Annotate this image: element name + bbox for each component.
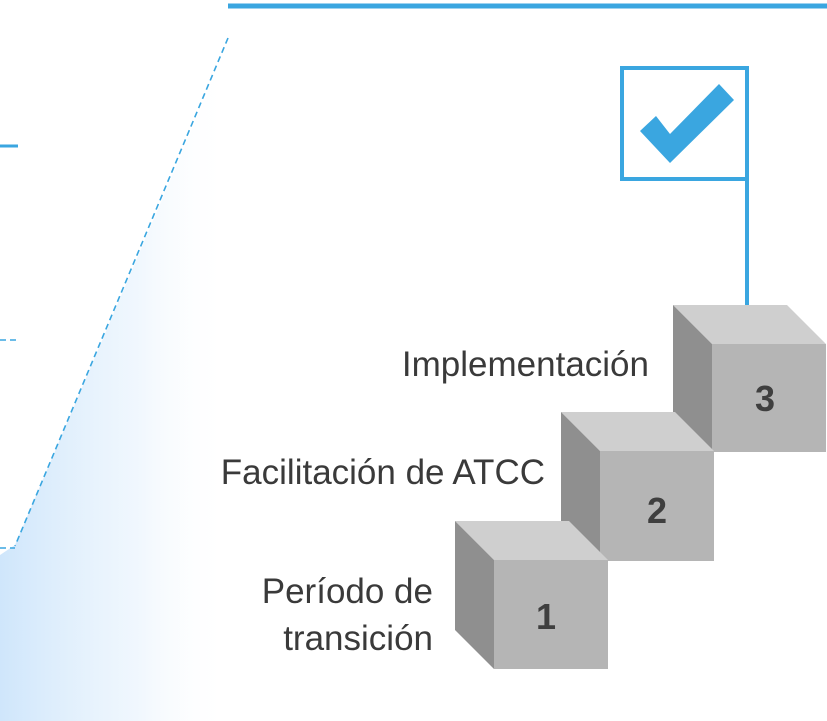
step-number-2: 2 (646, 490, 668, 531)
step-cube-1 (455, 521, 608, 669)
step-number-1: 1 (535, 596, 557, 637)
step-label-2: Facilitación de ATCC (220, 453, 545, 492)
step-number-3: 3 (754, 378, 776, 419)
background-panel (0, 40, 230, 721)
step-label-1-line-1: Período de (261, 572, 433, 611)
step-label-1-line-2: transición (283, 619, 433, 658)
dashed-diagonal (14, 37, 229, 547)
checkmark-icon (640, 84, 734, 163)
step-cube-3 (673, 305, 826, 452)
step-cube-2 (561, 412, 714, 561)
step-label-3: Implementación (401, 345, 649, 384)
